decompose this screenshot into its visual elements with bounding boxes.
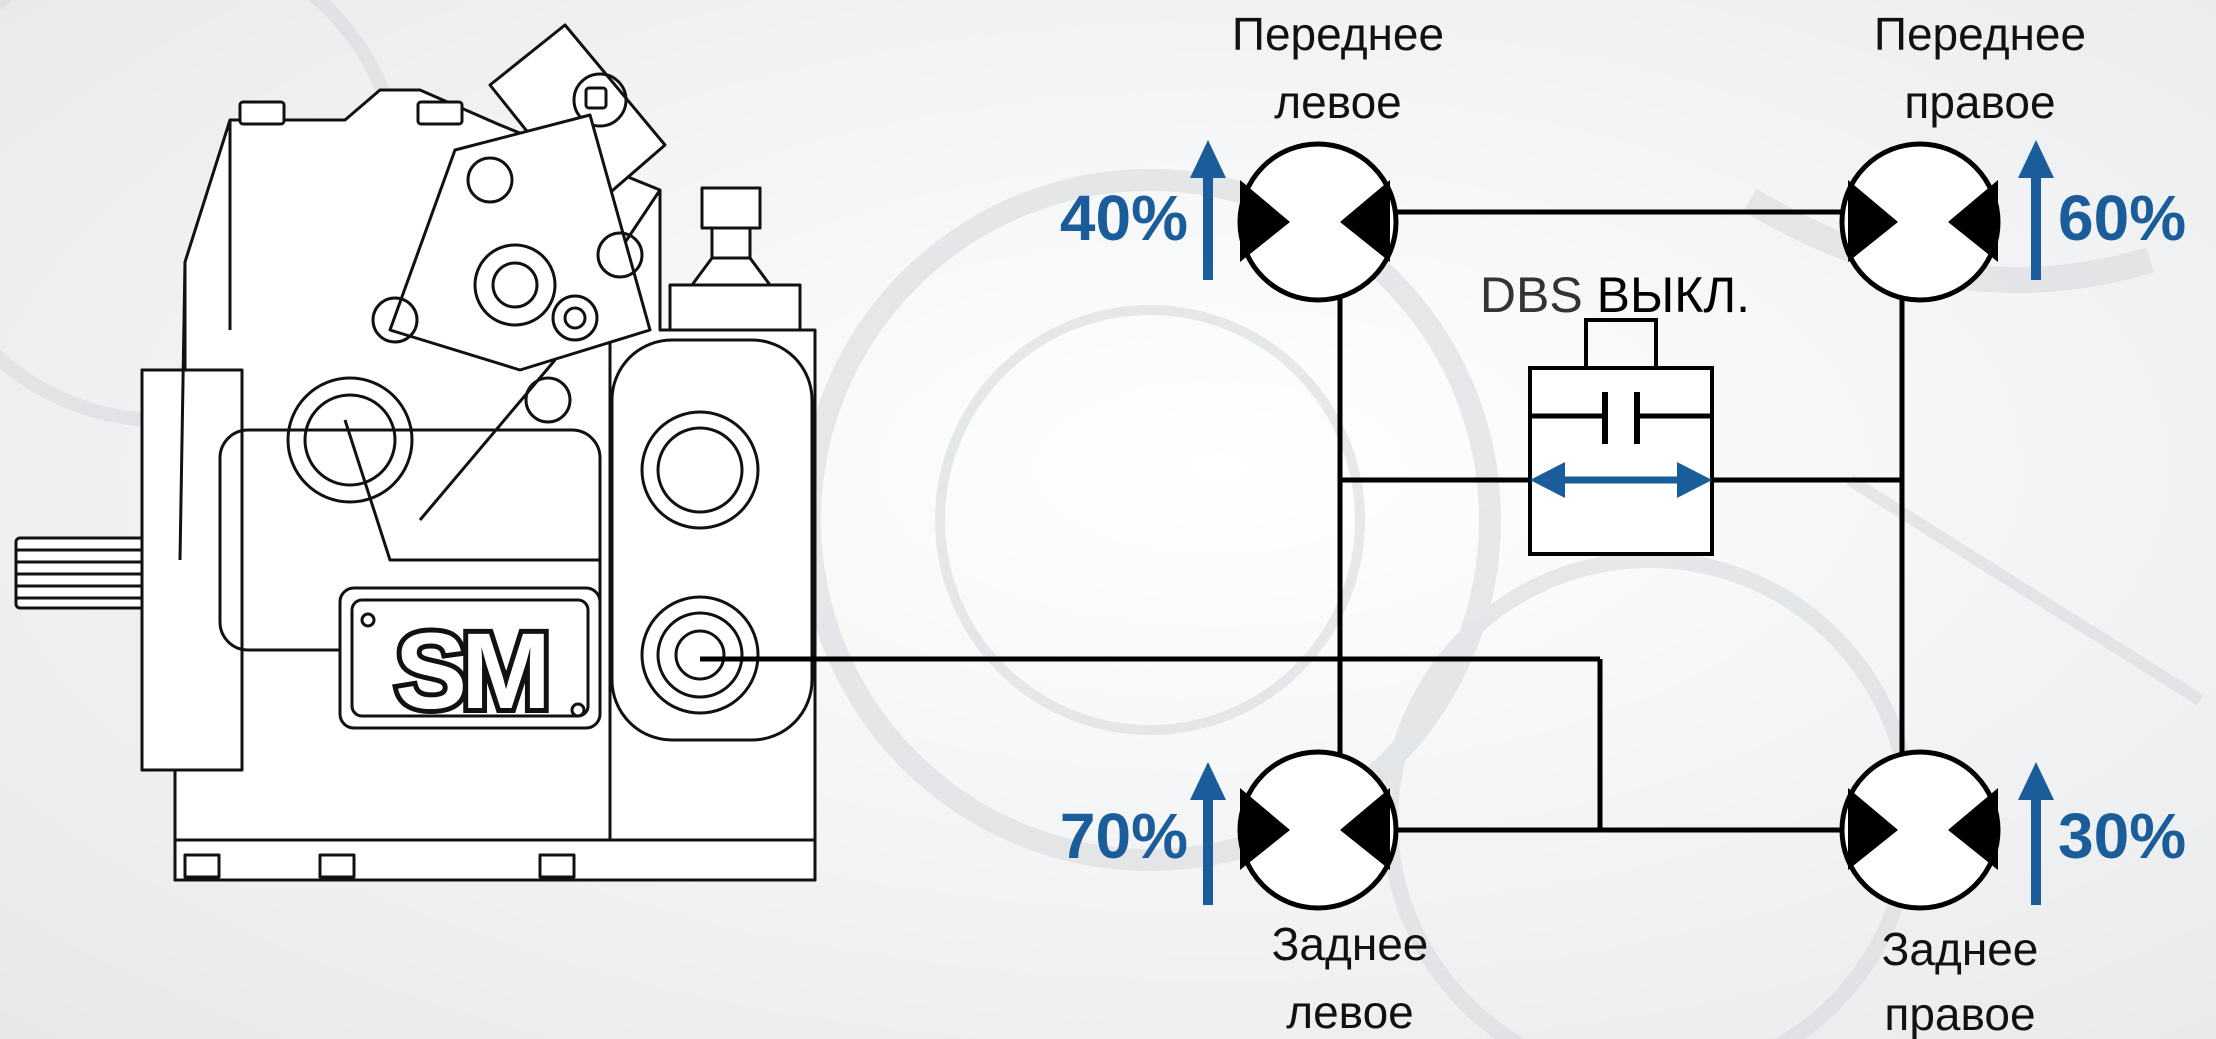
motor-front-left-percent: 40% [1060,182,1188,254]
front-left-arrow-icon [1190,140,1226,280]
logo-plate [338,586,602,730]
motor-rear-right-percent: 30% [2058,800,2186,872]
motor-rear-left-percent: 70% [1060,800,1188,872]
motor-rear-left: Заднее левое 70% [1060,749,1429,1038]
motor-front-left-name: Переднее [1232,8,1444,60]
motor-front-right-side: правое [1904,76,2055,128]
motor-rear-right-side: правое [1884,988,2035,1039]
motor-front-left-side: левое [1274,76,1402,128]
motor-front-right-name: Переднее [1874,8,2086,60]
motor-front-right-percent: 60% [2058,182,2186,254]
rear-left-arrow-icon [1190,762,1226,905]
motor-rear-right-name: Заднее [1882,923,2039,975]
sm-logo: SM [395,610,545,731]
dbs-flow-arrow [1530,462,1712,498]
pump-shaft [14,536,148,610]
pump-illustration [14,23,817,882]
dbs-label: DBS ВЫКЛ. [1480,267,1750,323]
front-right-arrow-icon [2018,140,2054,280]
motor-front-right: Переднее правое 60% [1839,8,2186,303]
motor-rear-left-side: левое [1286,986,1414,1038]
dbs-valve: DBS ВЫКЛ. [1480,267,1750,556]
motor-rear-right: Заднее правое 30% [1839,749,2186,1039]
control-block [371,23,667,424]
hydraulic-lines [700,209,1905,833]
motor-rear-left-name: Заднее [1272,918,1429,970]
motor-front-left: Переднее левое 40% [1060,8,1444,303]
rear-right-arrow-icon [2018,762,2054,905]
